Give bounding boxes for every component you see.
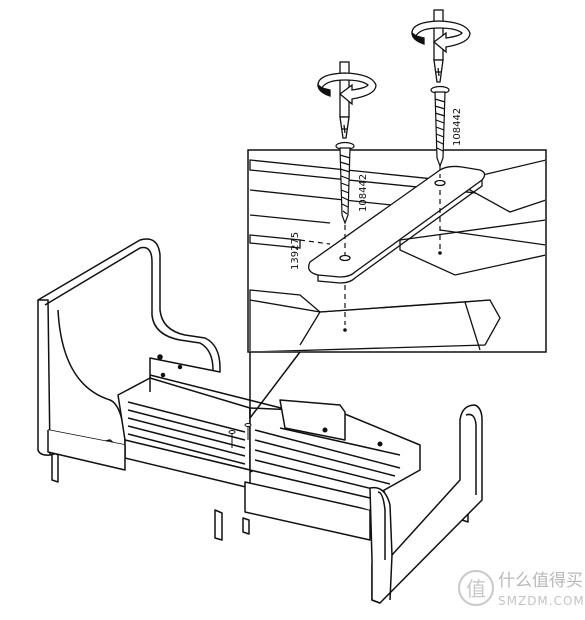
watermark: 值 什么值得买 SMZDM.COM — [458, 570, 585, 608]
watermark-site-name: 什么值得买 — [498, 571, 583, 591]
zoomed-slat — [399, 219, 545, 276]
part-number-plate: 139275 — [290, 232, 301, 270]
bed-leg — [242, 517, 250, 535]
rotation-arrow-right — [411, 20, 471, 54]
bed-screw-markers — [228, 423, 252, 448]
pre-drilled-hole — [322, 427, 328, 433]
detail-callout — [247, 149, 547, 353]
rotation-arrow-shade — [317, 83, 331, 97]
head-end-board-side — [37, 300, 51, 456]
pre-drilled-hole — [377, 441, 383, 447]
watermark-url: SMZDM.COM — [498, 594, 585, 608]
watermark-logo: 值 — [458, 570, 494, 606]
rotation-arrow-body — [317, 72, 377, 106]
rotation-arrow-shade — [411, 31, 425, 45]
screw-thread — [339, 154, 351, 215]
foot-end-board-inner — [377, 413, 477, 560]
screwdriver-shaft — [433, 9, 444, 61]
zoomed-slat — [249, 234, 301, 249]
pilot-hole — [343, 328, 347, 332]
slat — [254, 439, 396, 477]
slat — [127, 409, 246, 441]
plate-hole — [339, 254, 351, 262]
callout-connector — [249, 351, 301, 419]
callout-line — [249, 351, 301, 419]
slat — [127, 417, 246, 449]
screw-right — [430, 85, 450, 168]
screw-marker-head — [244, 423, 252, 427]
rotation-arrow-body — [411, 20, 471, 54]
screwdriver-tip-mark — [436, 67, 441, 77]
head-end-board-inner — [44, 246, 214, 371]
front-side-rail-left-lower — [47, 430, 126, 471]
slat — [254, 429, 401, 469]
slat — [127, 425, 246, 457]
screw-left — [335, 141, 355, 225]
pre-drilled-hole — [177, 364, 183, 370]
slat — [254, 449, 391, 485]
foot-end-board — [369, 404, 483, 604]
svg-text:值: 值 — [466, 577, 486, 601]
extension-panel — [244, 481, 371, 541]
bed-frame — [37, 238, 483, 604]
plate-hole — [434, 179, 446, 187]
part-number-screw-right: 108442 — [452, 108, 463, 146]
pre-drilled-hole — [160, 372, 166, 378]
screw-thread — [434, 98, 446, 152]
slat — [254, 459, 386, 493]
connecting-plate-edge — [317, 180, 483, 284]
slat — [127, 401, 246, 433]
foot-end-board-edge — [389, 554, 393, 601]
slat — [279, 427, 401, 456]
pilot-hole — [438, 251, 442, 255]
middle-support — [279, 399, 346, 441]
rotation-arrow-left — [317, 72, 377, 106]
part-number-screw-left: 108442 — [358, 174, 369, 212]
bed-leg — [51, 451, 59, 483]
pre-drilled-hole — [157, 354, 163, 360]
zoomed-slat — [249, 214, 331, 224]
slat — [127, 433, 246, 465]
zoomed-rail-bottom — [464, 301, 481, 351]
screwdriver-tip-mark — [342, 124, 347, 134]
zoomed-rail — [249, 289, 501, 351]
zoomed-slat — [439, 229, 545, 246]
screw-marker-head — [228, 430, 236, 434]
bed-leg — [214, 509, 223, 541]
